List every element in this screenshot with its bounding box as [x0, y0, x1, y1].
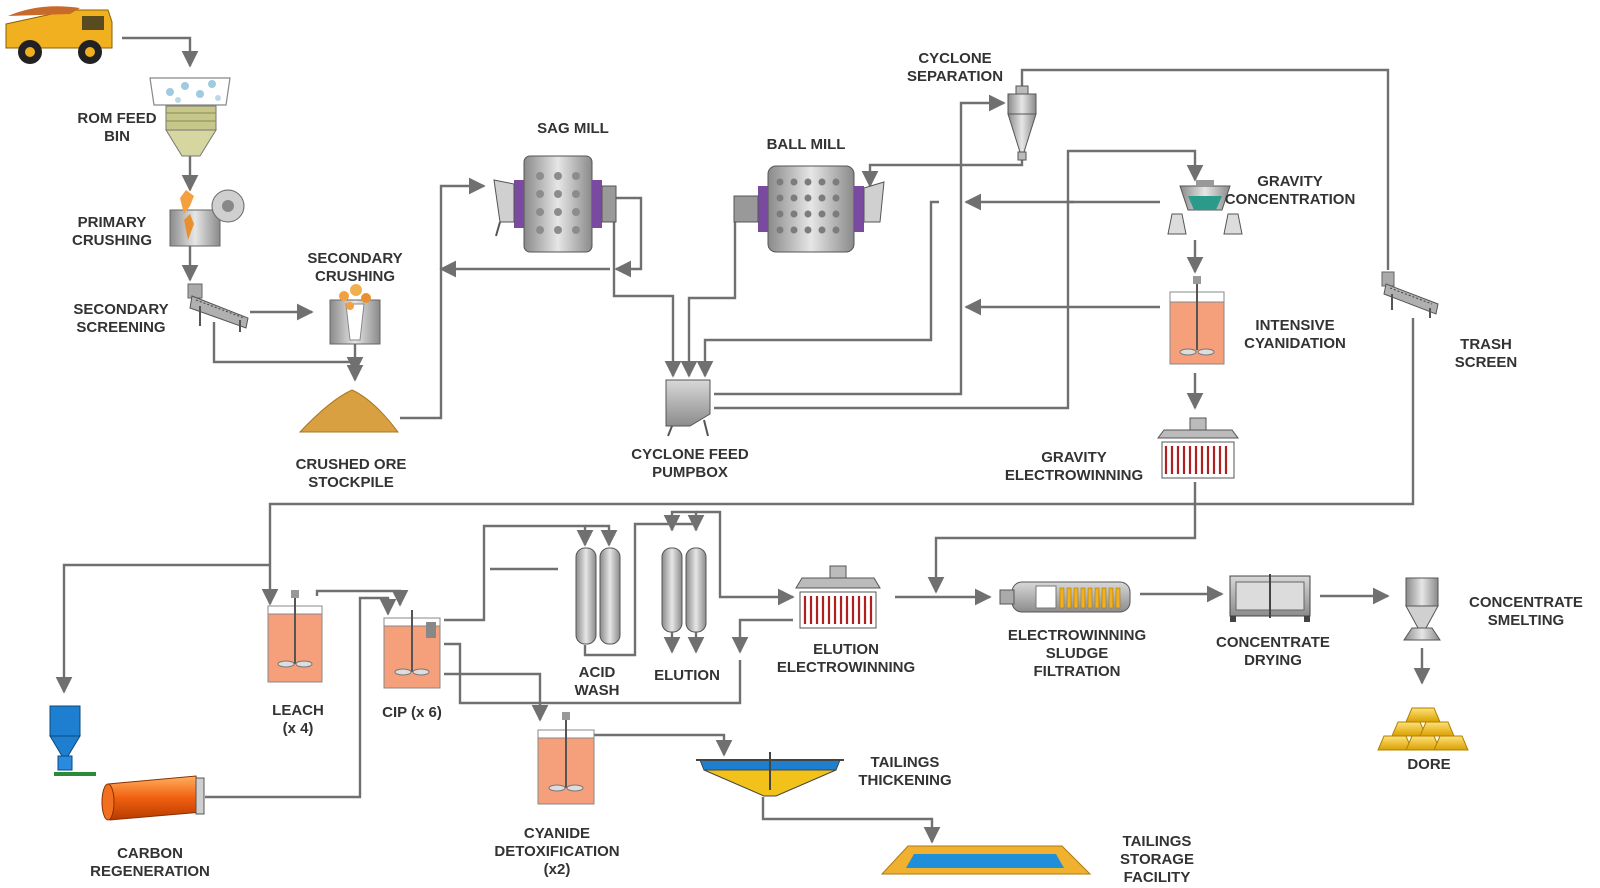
rom-feed-bin-icon	[149, 77, 231, 157]
label-tailings-thickening: TAILINGS THICKENING	[858, 754, 952, 789]
label-elution: ELUTION	[654, 667, 720, 684]
tailings-pond-icon	[880, 845, 1092, 875]
cyclone-icon	[1007, 85, 1037, 161]
ball-mill-icon	[733, 165, 885, 253]
label-ball-mill: BALL MILL	[766, 136, 846, 153]
trash-screen-icon	[1381, 271, 1439, 318]
stockpile-icon	[298, 389, 400, 433]
label-cyanide-detoxification: CYANIDE DETOXIFICATION (x2)	[494, 825, 620, 878]
label-concentrate-drying: CONCENTRATE DRYING	[1216, 634, 1330, 669]
label-leach: LEACH (x 4)	[272, 702, 324, 737]
label-sag-mill: SAG MILL	[537, 120, 609, 137]
label-dore: DORE	[1407, 756, 1451, 773]
flow-lines	[55, 36, 1431, 844]
label-rom-feed-bin: ROM FEED BIN	[77, 110, 157, 145]
label-secondary-crushing: SECONDARY CRUSHING	[307, 250, 403, 285]
label-cyclone-separation: CYCLONE SEPARATION	[906, 50, 1004, 85]
label-primary-crushing: PRIMARY CRUSHING	[71, 214, 153, 249]
gold-bars-icon	[1377, 707, 1469, 751]
regeneration-kiln-icon	[101, 775, 205, 821]
label-elution-electrowinning: ELUTION ELECTROWINNING	[776, 641, 916, 676]
drying-oven-icon	[1229, 574, 1311, 622]
label-crushed-ore-stockpile: CRUSHED ORE STOCKPILE	[295, 456, 407, 491]
carbon-hopper-icon	[49, 705, 96, 776]
gravity-electrowinning-cell-icon	[1157, 417, 1239, 479]
label-gravity-concentration: GRAVITY CONCENTRATION	[1224, 173, 1356, 208]
secondary-crusher-icon	[329, 284, 381, 345]
tailings-thickener-icon	[696, 752, 844, 797]
label-carbon-regeneration: CARBON REGENERATION	[90, 845, 210, 880]
leach-tank-icon	[267, 590, 323, 683]
acid-wash-column-icon	[575, 547, 621, 645]
intensive-cyanidation-tank-icon	[1169, 276, 1225, 365]
haul-truck-icon	[5, 6, 113, 64]
primary-crusher-icon	[169, 189, 245, 247]
label-trash-screen: TRASH SCREEN	[1454, 336, 1518, 371]
pumpbox-icon	[665, 379, 711, 437]
label-intensive-cyanidation: INTENSIVE CYANIDATION	[1244, 317, 1346, 352]
label-cip: CIP (x 6)	[382, 704, 442, 721]
label-acid-wash: ACID WASH	[574, 664, 620, 699]
elution-column-icon	[661, 547, 707, 633]
label-electrowinning-sludge-filtration: ELECTROWINNING SLUDGE FILTRATION	[1007, 627, 1147, 680]
gravity-concentrator-icon	[1167, 180, 1243, 235]
label-cyclone-feed-pumpbox: CYCLONE FEED PUMPBOX	[631, 446, 749, 481]
detox-tank-icon	[537, 712, 595, 805]
sag-mill-icon	[493, 155, 617, 253]
label-tailings-storage-facility: TAILINGS STORAGE FACILITY	[1120, 833, 1194, 886]
filter-press-icon	[999, 581, 1131, 613]
elution-electrowinning-cell-icon	[795, 565, 881, 629]
label-gravity-electrowinning: GRAVITY ELECTROWINNING	[1004, 449, 1144, 484]
cip-tank-icon	[383, 610, 441, 689]
label-concentrate-smelting: CONCENTRATE SMELTING	[1469, 594, 1583, 629]
smelting-furnace-icon	[1403, 577, 1441, 641]
label-secondary-screening: SECONDARY SCREENING	[73, 301, 169, 336]
secondary-screen-icon	[187, 283, 249, 332]
